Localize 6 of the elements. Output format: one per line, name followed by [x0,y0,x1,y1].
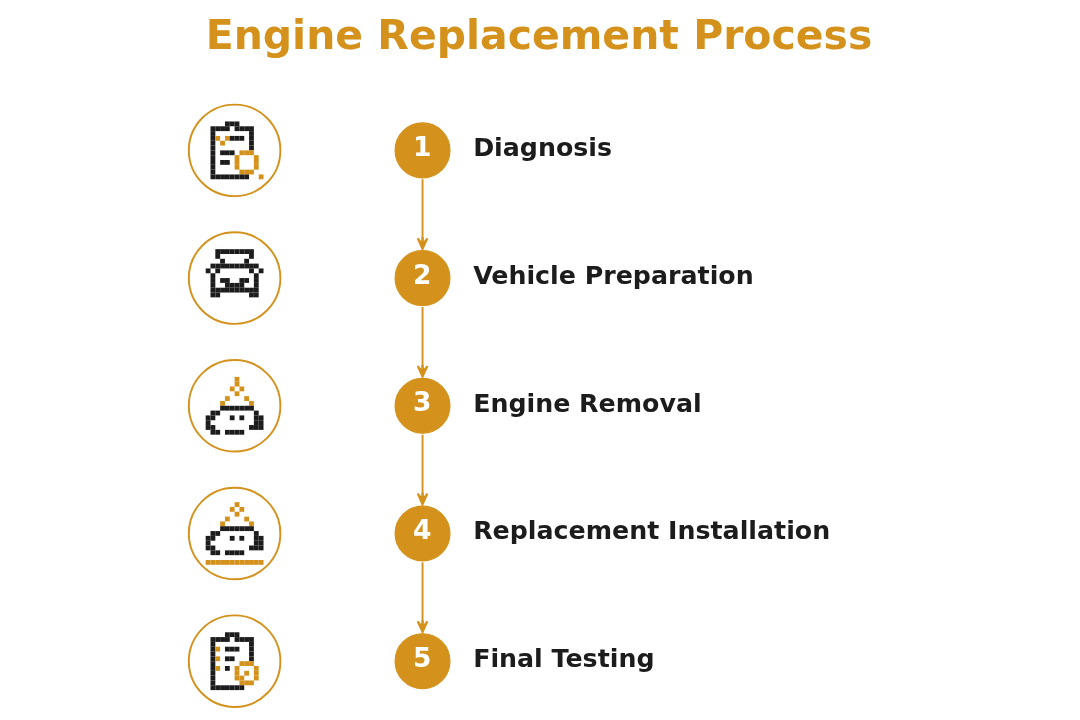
node-label: Vehicle Preparation [473,260,754,290]
node-label: Final Testing [473,643,655,673]
node-label: Diagnosis [473,133,613,163]
diagram-title: Engine Replacement Process [205,11,873,60]
node-label: Replacement Installation [473,516,831,546]
node-label: Engine Removal [473,388,702,418]
